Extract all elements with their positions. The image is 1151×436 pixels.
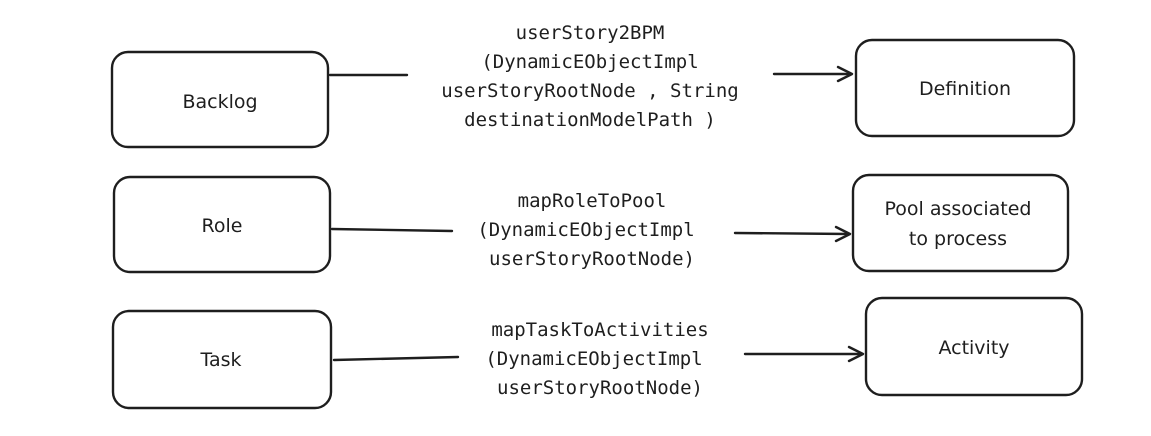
source-box-task (111, 309, 333, 410)
target-box-activity (864, 296, 1084, 397)
method-signature-line-1: (DynamicEObjectImpl (481, 51, 698, 73)
arrow-line-pool (733, 231, 851, 236)
method-signature-line-3: destinationModelPath ) (464, 109, 716, 131)
connector-line-task (332, 355, 460, 362)
mapping-row-role: Role mapRoleToPool (DynamicEObjectImpl u… (112, 173, 1070, 274)
arrow-head-pool (834, 225, 852, 243)
source-box-role (112, 175, 332, 274)
target-label-definition: Definition (919, 78, 1011, 100)
method-name-maptasktoactivities: mapTaskToActivities (491, 319, 708, 341)
target-label-activity: Activity (938, 337, 1009, 359)
mapping-row-backlog: Backlog userStory2BPM (DynamicEObjectImp… (110, 22, 1076, 149)
mapping-row-task: Task mapTaskToActivities (DynamicEObject… (111, 296, 1084, 410)
arrow-head-definition (836, 65, 854, 83)
source-label-backlog: Backlog (182, 91, 257, 113)
method-signature-line-2: userStoryRootNode) (489, 248, 695, 270)
target-box-definition (854, 38, 1076, 138)
arrow-head-activity (847, 345, 865, 363)
source-label-role: Role (202, 215, 243, 237)
method-signature-line-1: (DynamicEObjectImpl (477, 219, 694, 241)
method-name-userstory2bpm: userStory2BPM (516, 22, 665, 44)
target-label-pool-line-2: to process (909, 228, 1007, 250)
method-signature-line-2: userStoryRootNode) (497, 377, 703, 399)
target-box-pool (851, 173, 1070, 273)
source-box-backlog (110, 50, 330, 149)
method-name-maproletopool: mapRoleToPool (518, 190, 667, 212)
source-label-task: Task (199, 349, 241, 371)
target-label-pool-line-1: Pool associated (885, 198, 1032, 220)
connector-line-role (330, 227, 454, 233)
method-signature-line-2: userStoryRootNode , String (441, 80, 738, 102)
method-signature-line-1: (DynamicEObjectImpl (485, 348, 702, 370)
